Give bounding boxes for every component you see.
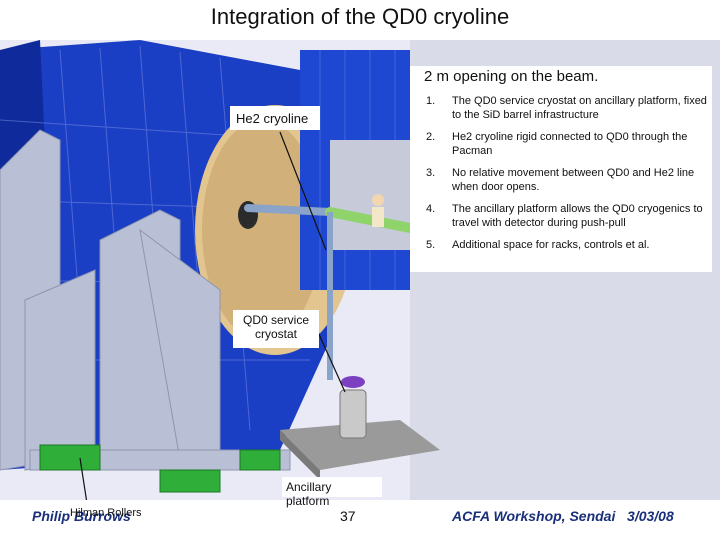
list-item-number: 4. [426,203,436,215]
qd0-service-cryostat-label: QD0 service cryostat [233,310,319,348]
slide-title: Integration of the QD0 cryoline [210,4,510,29]
hilman-rollers [39,444,281,493]
hilman-rollers-label: Hilman Rollers [70,507,142,519]
info-list: 1. The QD0 service cryostat on ancillary… [426,94,710,274]
qd0-cryostat-top [341,376,365,388]
info-box: 2 m opening on the beam. 1. The QD0 serv… [410,66,712,272]
list-item-text: Additional space for racks, controls et … [452,239,650,251]
he2-cryoline-label: He2 cryoline [230,106,320,130]
list-item-number: 2. [426,131,436,143]
qd0-cryostat-body [339,389,367,439]
he2-cryoline-pipe [244,204,334,216]
list-item: 2. He2 cryoline rigid connected to QD0 t… [426,130,710,166]
detector-door-shade [202,120,322,340]
list-item-number: 1. [426,95,436,107]
page-number: 37 [340,508,356,524]
ancillary-platform [280,420,440,470]
list-item-number: 3. [426,167,436,179]
person-head [372,194,384,206]
list-item-text: No relative movement between QD0 and He2… [452,167,695,194]
list-item: 5. Additional space for racks, controls … [426,238,710,274]
ancillary-platform-label: Ancillary platform [282,477,382,508]
list-item: 3. No relative movement between QD0 and … [426,166,710,202]
footer-event-name: ACFA Workshop, Sendai [452,508,616,524]
list-item-text: He2 cryoline rigid connected to QD0 thro… [452,131,688,158]
footer-author: Philip Burrows [32,508,131,524]
list-item: 1. The QD0 service cryostat on ancillary… [426,94,710,130]
list-item-text: The QD0 service cryostat on ancillary pl… [452,95,707,122]
info-heading: 2 m opening on the beam. [424,68,599,85]
callout-pointers [79,131,346,500]
footer-date: 3/03/08 [627,508,674,524]
footer-event: ACFA Workshop, Sendai 3/03/08 [452,508,674,524]
list-item-number: 5. [426,239,436,251]
person-body [372,207,384,227]
list-item: 4. The ancillary platform allows the QD0… [426,202,710,238]
list-item-text: The ancillary platform allows the QD0 cr… [452,203,703,230]
